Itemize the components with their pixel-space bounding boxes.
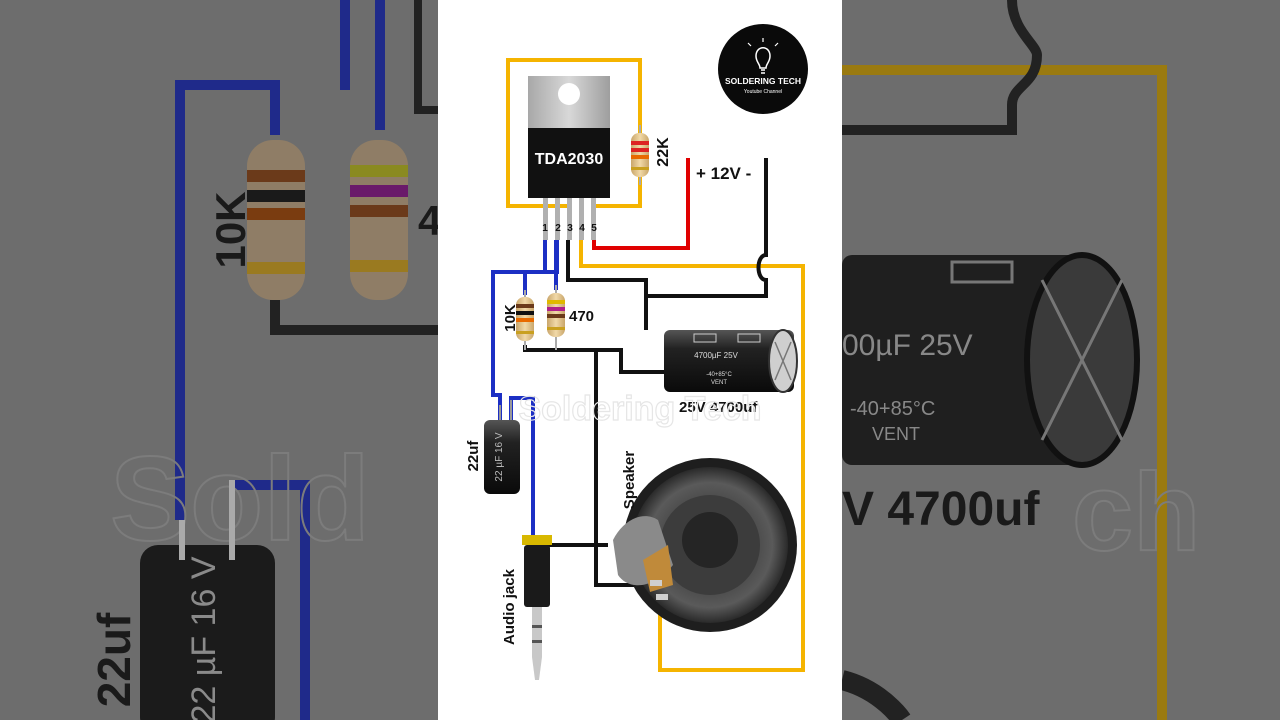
wire-blue-pin2 bbox=[523, 240, 559, 295]
wire-yellow-output bbox=[579, 240, 805, 672]
big-cap-body-value: 4700µF 25V bbox=[694, 351, 738, 360]
background-left-drawing: 10K 4 Sold 22 µF 16 V 22uf bbox=[0, 0, 438, 720]
pin-label-1: 1 bbox=[542, 223, 548, 234]
resistor-22k bbox=[631, 125, 649, 185]
big-cap-body-temp: -40+85°C bbox=[706, 372, 732, 378]
bg-small-cap-text: 22 µF 16 V bbox=[185, 556, 223, 720]
bg-big-cap-name: V 4700uf bbox=[842, 483, 1040, 536]
background-right-panel: 00µF 25V -40+85°C VENT V 4700uf ch bbox=[842, 0, 1280, 720]
watermark: Soldering Tech bbox=[518, 390, 761, 428]
wire-yellow-feedback-loop bbox=[506, 58, 642, 208]
wire-black-speaker bbox=[594, 350, 650, 587]
bg-label-22uf: 22uf bbox=[88, 612, 140, 707]
lightbulb-icon bbox=[755, 47, 771, 69]
resistor-470 bbox=[547, 285, 565, 350]
pin-label-5: 5 bbox=[591, 223, 597, 234]
svg-text:Sold: Sold bbox=[110, 432, 370, 566]
speaker bbox=[613, 458, 797, 632]
circuit-drawing: TDA2030 1 2 3 4 5 22K + 12V - 10K bbox=[465, 24, 808, 680]
audio-jack bbox=[522, 535, 552, 680]
label-470: 470 bbox=[569, 308, 594, 325]
logo-brand: SOLDERING TECH bbox=[725, 76, 801, 86]
wire-blue-input bbox=[491, 240, 547, 425]
wire-red-positive bbox=[592, 158, 690, 250]
bg-big-cap-value: 00µF 25V bbox=[842, 329, 973, 362]
ic-label: TDA2030 bbox=[535, 151, 604, 168]
bg-big-cap-vent: VENT bbox=[872, 424, 920, 444]
pin-label-4: 4 bbox=[579, 223, 585, 234]
svg-text:4: 4 bbox=[418, 197, 438, 244]
label-supply-12v: + 12V - bbox=[696, 164, 751, 183]
logo-subtitle: Youtube Channel bbox=[744, 89, 782, 95]
pin-label-3: 3 bbox=[567, 223, 573, 234]
label-audio-jack: Audio jack bbox=[501, 568, 518, 645]
label-10k: 10K bbox=[502, 304, 519, 332]
wire-black-negative bbox=[644, 158, 768, 330]
bg-label-10k: 10K bbox=[207, 191, 254, 268]
small-cap-body-text: 22 µF 16 V bbox=[494, 432, 505, 481]
capacitor-4700uf: 4700µF 25V -40+85°C VENT bbox=[664, 329, 798, 393]
bg-big-cap-temp: -40+85°C bbox=[850, 398, 935, 420]
background-right-drawing: 00µF 25V -40+85°C VENT V 4700uf ch bbox=[842, 0, 1280, 720]
big-cap-body-vent: VENT bbox=[711, 380, 727, 386]
ic-tda2030: TDA2030 bbox=[528, 76, 610, 240]
capacitor-22uf: 22 µF 16 V bbox=[484, 400, 520, 494]
pin-label-2: 2 bbox=[555, 223, 561, 234]
label-speaker: Speaker bbox=[621, 451, 638, 510]
soldering-tech-logo: SOLDERING TECH Youtube Channel bbox=[718, 24, 808, 114]
label-22uf: 22uf bbox=[465, 440, 482, 472]
wire-black-pin3 bbox=[566, 240, 648, 300]
svg-text:ch: ch bbox=[1072, 451, 1200, 574]
background-left-panel: 10K 4 Sold 22 µF 16 V 22uf bbox=[0, 0, 438, 720]
label-25v-4700uf: 25V 4700uf bbox=[679, 399, 758, 416]
resistor-10k bbox=[516, 290, 534, 350]
circuit-diagram: TDA2030 1 2 3 4 5 22K + 12V - 10K bbox=[438, 0, 842, 720]
label-22k: 22K bbox=[655, 137, 672, 167]
